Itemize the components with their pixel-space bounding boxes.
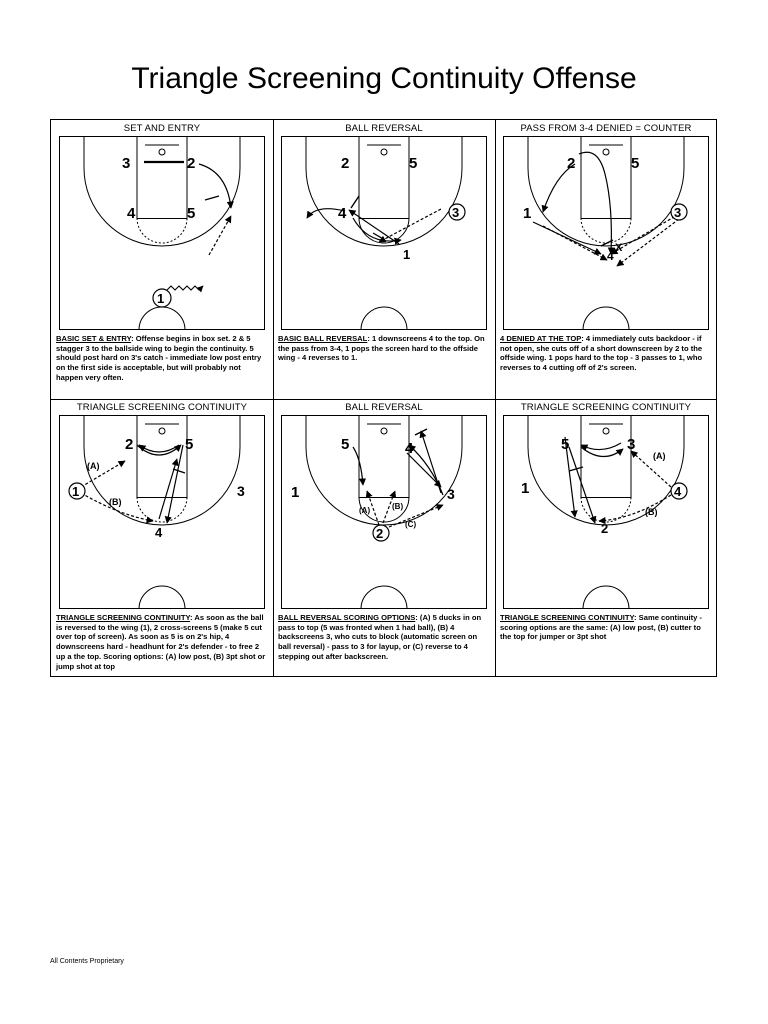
option-label: (C) bbox=[405, 520, 416, 529]
player-label: 1 bbox=[403, 247, 410, 262]
grid-divider bbox=[51, 399, 716, 400]
panel-description: BASIC SET & ENTRY: Offense begins in box… bbox=[56, 334, 262, 382]
player-label: 3 bbox=[452, 205, 459, 220]
player-label: 2 bbox=[567, 155, 575, 172]
player-label: 5 bbox=[561, 436, 569, 453]
player-label: 2 bbox=[125, 436, 133, 453]
court-diagram: 2 5 1 3 4 (A) (B) bbox=[59, 415, 265, 609]
panel-title: PASS FROM 3-4 DENIED = COUNTER bbox=[520, 123, 692, 134]
court-diagram: 3 2 4 5 1 bbox=[59, 136, 265, 330]
player-label: 1 bbox=[521, 480, 529, 497]
player-label: 4 bbox=[127, 205, 136, 222]
court-diagram: 5 3 1 4 2 (A) (B) bbox=[503, 415, 709, 609]
player-label: 1 bbox=[523, 205, 531, 222]
panel-title: TRIANGLE SCREENING CONTINUITY bbox=[520, 402, 692, 413]
panel-title: SET AND ENTRY bbox=[123, 123, 201, 134]
panel-description: TRIANGLE SCREENING CONTINUITY: As soon a… bbox=[56, 613, 266, 671]
player-label: 2 bbox=[187, 155, 195, 172]
player-label: 4 bbox=[155, 525, 163, 540]
panel-description: BASIC BALL REVERSAL: 1 downscreens 4 to … bbox=[278, 334, 485, 363]
panel-pass-denied-counter: PASS FROM 3-4 DENIED = COUNTER bbox=[495, 120, 717, 399]
option-label: (B) bbox=[109, 497, 122, 507]
diagram-grid: SET AND ENTRY 3 2 4 bbox=[50, 119, 717, 677]
court-diagram: 2 5 4 3 1 bbox=[281, 136, 487, 330]
panel-description: BALL REVERSAL SCORING OPTIONS: (A) 5 duc… bbox=[278, 613, 482, 661]
panel-triangle-screening-2: TRIANGLE SCREENING CONTINUITY bbox=[495, 399, 717, 678]
player-label: 5 bbox=[341, 436, 349, 453]
footer-text: All Contents Proprietary bbox=[50, 958, 124, 965]
panel-ball-reversal: BALL REVERSAL 2 5 4 bbox=[273, 120, 495, 399]
court-diagram: 5 4 1 3 2 (A) (B) (C) bbox=[281, 415, 487, 609]
player-label: 3 bbox=[627, 436, 635, 453]
panel-title: TRIANGLE SCREENING CONTINUITY bbox=[76, 402, 248, 413]
grid-divider bbox=[273, 120, 274, 676]
player-label: 1 bbox=[291, 484, 299, 501]
player-label: 1 bbox=[157, 291, 164, 306]
player-label: 2 bbox=[376, 526, 383, 541]
page-title: Triangle Screening Continuity Offense bbox=[131, 62, 637, 95]
grid-divider bbox=[495, 120, 496, 676]
defender-label: X bbox=[615, 242, 623, 254]
player-label: 5 bbox=[185, 436, 193, 453]
player-label: 3 bbox=[447, 486, 455, 502]
player-label: 4 bbox=[674, 484, 682, 499]
option-label: (A) bbox=[653, 451, 666, 461]
panel-description: TRIANGLE SCREENING CONTINUITY: Same cont… bbox=[500, 613, 702, 642]
player-label: 4 bbox=[338, 205, 347, 222]
panel-title: BALL REVERSAL bbox=[345, 123, 423, 134]
player-label: 3 bbox=[237, 483, 245, 499]
player-label: 5 bbox=[631, 155, 639, 172]
player-label: 4 bbox=[405, 440, 414, 457]
panel-ball-reversal-options: BALL REVERSAL 5 bbox=[273, 399, 495, 678]
player-label: 4 bbox=[607, 249, 614, 263]
player-label: 3 bbox=[122, 155, 130, 172]
option-label: (B) bbox=[645, 507, 658, 517]
option-label: (A) bbox=[359, 506, 370, 515]
option-label: (B) bbox=[392, 502, 403, 511]
court-diagram: 2 5 1 3 4 X bbox=[503, 136, 709, 330]
player-label: 3 bbox=[674, 205, 681, 220]
player-label: 5 bbox=[187, 205, 195, 222]
player-label: 1 bbox=[72, 484, 79, 499]
option-label: (A) bbox=[87, 461, 100, 471]
player-label: 2 bbox=[341, 155, 349, 172]
panel-triangle-screening: TRIANGLE SCREENING CONTINUITY bbox=[51, 399, 273, 678]
player-label: 5 bbox=[409, 155, 417, 172]
panel-description: 4 DENIED AT THE TOP: 4 immediately cuts … bbox=[500, 334, 703, 373]
player-label: 2 bbox=[601, 521, 608, 536]
panel-set-and-entry: SET AND ENTRY 3 2 4 bbox=[51, 120, 273, 399]
panel-title: BALL REVERSAL bbox=[345, 402, 423, 413]
